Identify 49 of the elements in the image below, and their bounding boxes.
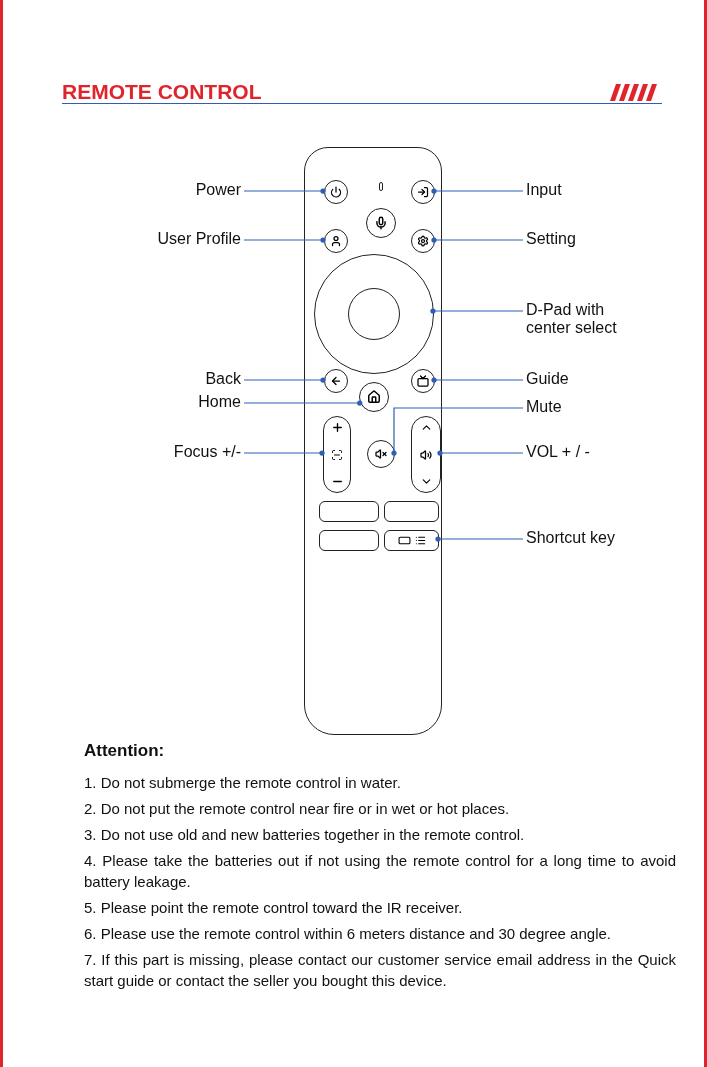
microphone-button: [366, 208, 396, 238]
attention-item: 4. Please take the batteries out if not using the remote control for a long time to avoid battery leakage.: [84, 851, 676, 892]
leader-line: [431, 377, 524, 383]
app-button: [384, 501, 439, 522]
home-button: [359, 382, 389, 412]
leader-line: [430, 308, 524, 314]
button-label: Mute: [526, 398, 696, 416]
attention-item: 6. Please use the remote control within 6 meters distance and 30 degree angle.: [84, 924, 612, 944]
guide-button: [411, 369, 435, 393]
attention-item: 3. Do not use old and new batteries together in the remote control.: [84, 825, 526, 845]
attention-item: 7. If this part is missing, please contact our customer service email address in the Quick start guide or contact the seller you bought this device.: [84, 950, 676, 991]
button-label: Focus +/-: [31, 443, 241, 461]
title: REMOTE CONTROL: [62, 80, 262, 104]
leader-line: [243, 377, 326, 383]
leader-line: [243, 400, 363, 406]
button-label: Back: [31, 370, 241, 388]
button-label: Home: [31, 393, 241, 411]
button-label: Shortcut key: [526, 529, 696, 547]
profile-button: [324, 229, 348, 253]
button-label: Guide: [526, 370, 696, 388]
leader-line: [431, 188, 524, 194]
back-button: [324, 369, 348, 393]
leader-line: [243, 188, 326, 194]
power-button: [324, 180, 348, 204]
button-label: VOL + / -: [526, 443, 696, 461]
shortcut-button: [384, 530, 439, 551]
mute-button: [367, 440, 395, 468]
button-label: Input: [526, 181, 696, 199]
volume-rocker: [411, 416, 441, 493]
attention-item: 1. Do not submerge the remote control in water.: [84, 773, 402, 793]
app-button: [319, 530, 379, 551]
button-label: User Profile: [31, 230, 241, 248]
attention-heading: Attention:: [84, 740, 166, 761]
button-label: D-Pad with center select: [526, 301, 651, 337]
button-label: Setting: [526, 230, 696, 248]
attention-item: 5. Please point the remote control toward the IR receiver.: [84, 898, 464, 918]
leader-line: [431, 237, 524, 243]
leader-line: [437, 450, 524, 456]
focus-rocker: [323, 416, 351, 493]
leader-line: [243, 450, 325, 456]
app-button: [319, 501, 379, 522]
input-button: [411, 180, 435, 204]
button-label: Power: [31, 181, 241, 199]
leader-line: [391, 407, 524, 456]
leader-line: [243, 237, 326, 243]
attention-item: 2. Do not put the remote control near fire or in wet or hot places.: [84, 799, 511, 819]
remote-body: [304, 147, 442, 735]
leader-line: [435, 536, 524, 542]
settings-button: [411, 229, 435, 253]
